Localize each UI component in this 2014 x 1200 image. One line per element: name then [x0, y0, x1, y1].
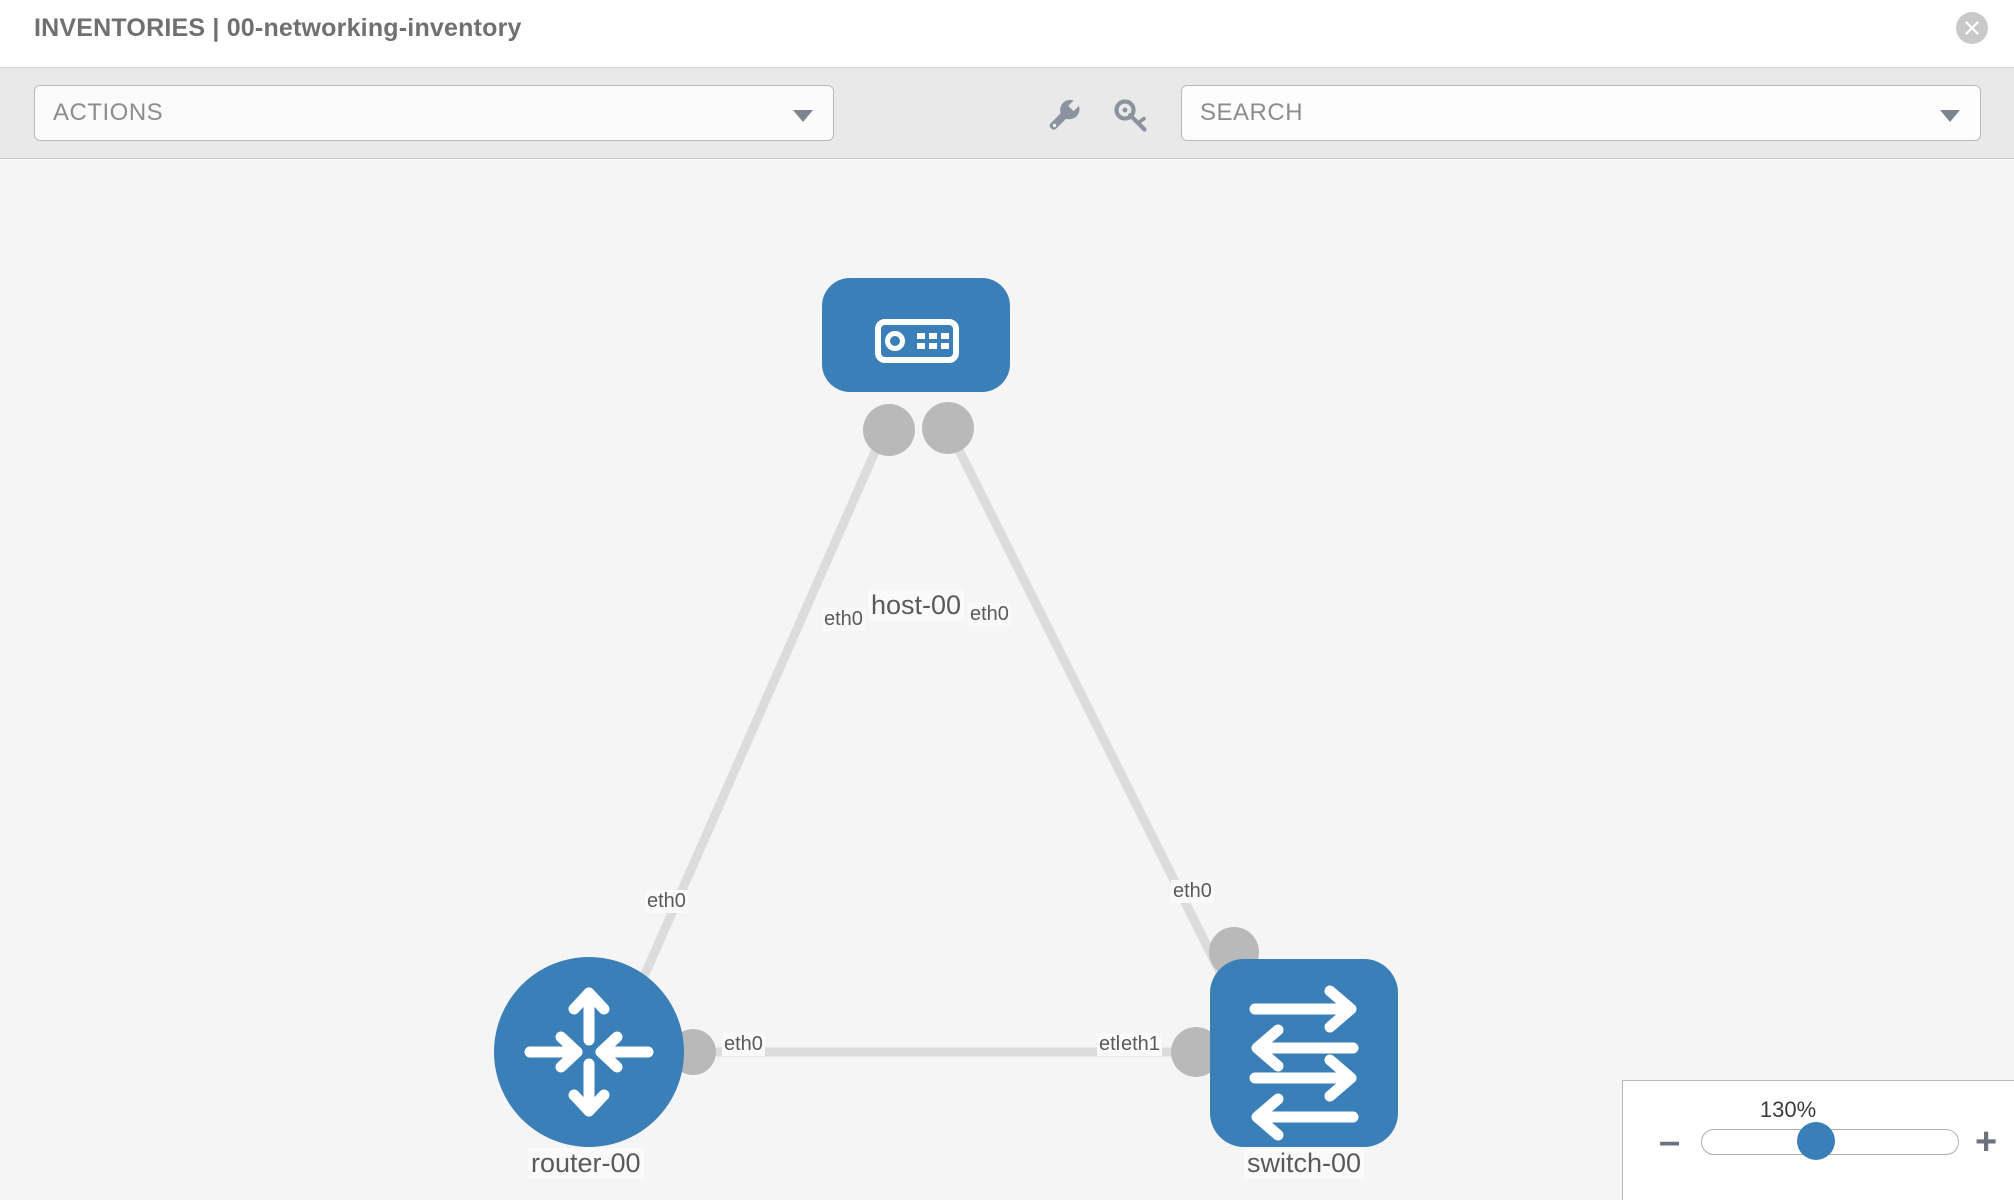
- key-icon[interactable]: [1111, 94, 1153, 136]
- server-appliance-icon: [875, 319, 959, 363]
- search-input[interactable]: SEARCH: [1181, 85, 1981, 141]
- iface-label-switch-eth1: eth1: [1119, 1033, 1162, 1056]
- wrench-icon[interactable]: [1043, 94, 1085, 136]
- plus-icon[interactable]: +: [1975, 1121, 1998, 1163]
- node-label-host-00: host-00: [868, 590, 965, 621]
- actions-dropdown[interactable]: ACTIONS: [34, 85, 834, 141]
- chevron-down-icon: [1940, 110, 1960, 122]
- iface-label-host-eth0-left: eth0: [822, 608, 865, 631]
- router-arrows-icon: [524, 987, 654, 1117]
- page-header: INVENTORIES | 00-networking-inventory: [0, 0, 2014, 68]
- iface-label-switch-uplink-eth0: eth0: [1171, 880, 1214, 903]
- endpoint-switch-eth1: [1171, 1027, 1221, 1077]
- actions-dropdown-label: ACTIONS: [53, 99, 164, 126]
- topology-links: [611, 417, 1255, 1057]
- zoom-level-value: 130%: [1759, 1097, 1817, 1122]
- zoom-slider-thumb[interactable]: [1797, 1122, 1835, 1160]
- toolbar: ACTIONS SEARCH: [0, 68, 2014, 159]
- iface-label-router-uplink-eth0: eth0: [645, 890, 688, 913]
- topology-endpoints: [670, 402, 1259, 1077]
- node-switch-00: [1210, 959, 1398, 1147]
- page-title: INVENTORIES | 00-networking-inventory: [34, 14, 522, 42]
- minus-icon[interactable]: –: [1659, 1121, 1681, 1163]
- node-label-router-00: router-00: [528, 1148, 644, 1179]
- link-host-router: [611, 418, 894, 1042]
- close-icon[interactable]: [1956, 12, 1988, 44]
- zoom-control-panel: 130% – +: [1622, 1080, 2014, 1200]
- switch-arrows-icon: [1249, 985, 1359, 1141]
- link-host-switch: [939, 417, 1255, 1035]
- topology-graph: [494, 278, 1398, 1147]
- endpoint-host-eth0-right: [922, 402, 974, 454]
- iface-label-router-eth0: eth0: [722, 1033, 765, 1056]
- node-router-00: [494, 957, 684, 1147]
- chevron-down-icon: [793, 110, 813, 122]
- search-placeholder: SEARCH: [1200, 99, 1304, 126]
- node-host-00: [822, 278, 1010, 392]
- iface-label-host-eth0-right: eth0: [968, 603, 1011, 626]
- endpoint-host-eth0-left: [863, 404, 915, 456]
- node-label-switch-00: switch-00: [1244, 1148, 1365, 1179]
- topology-canvas[interactable]: eth0 eth0 eth0 eth0 eth0 eth0 eth1 host-…: [0, 160, 2014, 1200]
